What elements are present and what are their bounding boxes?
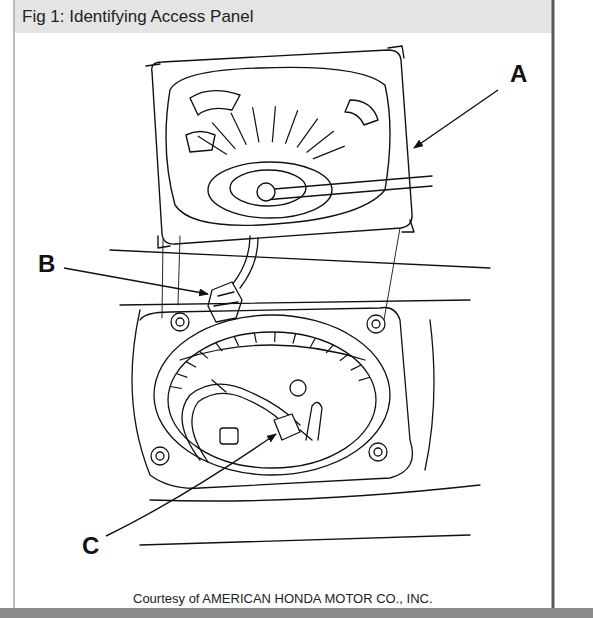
panel-rib [253, 107, 259, 142]
flange-tab [340, 354, 349, 361]
flange-tab [359, 377, 370, 380]
callout-letter: C [82, 532, 99, 560]
wire-grommet [257, 183, 275, 201]
harness-wire [232, 236, 250, 285]
title-band [14, 0, 554, 33]
panel-recess [186, 132, 215, 153]
grommet [208, 162, 332, 218]
panel-recess [190, 91, 240, 115]
floor-panel [110, 250, 490, 545]
access-panel [152, 50, 412, 244]
panel-dome [166, 67, 390, 225]
flange-tab [200, 351, 208, 358]
leader-line [106, 434, 276, 536]
panel-rib [297, 119, 318, 148]
figure-caption: Courtesy of AMERICAN HONDA MOTOR CO., IN… [133, 591, 433, 606]
panel-rib [307, 131, 334, 152]
floor-recess [132, 308, 413, 489]
flange-tab [170, 332, 370, 388]
panel-corner-tab [146, 46, 414, 248]
pump-flange [168, 332, 376, 468]
flange-tab [351, 365, 361, 370]
panel-recess [345, 100, 378, 125]
figure-title: Fig 1: Identifying Access Panel [22, 7, 254, 27]
flange-tab [234, 337, 238, 346]
harness-wire [262, 176, 432, 200]
flange-tab [254, 333, 256, 343]
panel-rib [285, 110, 297, 144]
frame-border [552, 0, 555, 610]
bottom-bar [0, 608, 593, 618]
mounting-bolt [151, 313, 387, 465]
pump-terminal [220, 428, 238, 444]
flange-tab [326, 345, 333, 353]
panel-rib [198, 106, 345, 159]
callout-letter: B [38, 250, 55, 278]
flange-tab [170, 386, 182, 388]
alignment-line [162, 228, 400, 320]
fuel-pipe [306, 402, 322, 440]
frame-ground [14, 0, 554, 610]
flange-tab [216, 343, 222, 351]
flange-tab [176, 374, 187, 378]
panel-rib [212, 123, 235, 149]
panel-rib [231, 113, 246, 145]
pump-top [180, 345, 365, 360]
panel-rib [272, 106, 275, 142]
leader-line [414, 90, 498, 148]
leader-line [64, 268, 208, 294]
panel-rib [198, 136, 227, 155]
access-opening [154, 315, 390, 475]
flange-tab [274, 332, 276, 342]
callout-letter: A [510, 60, 527, 88]
frame-border [13, 0, 15, 610]
flange-tab [293, 334, 296, 344]
connector-b [208, 282, 242, 322]
flange-tab [310, 338, 315, 347]
fuel-fitting [290, 380, 306, 396]
flange-tab [186, 362, 196, 368]
panel-rib [313, 146, 345, 159]
connector-c [274, 414, 300, 440]
pump-wire [212, 380, 312, 440]
